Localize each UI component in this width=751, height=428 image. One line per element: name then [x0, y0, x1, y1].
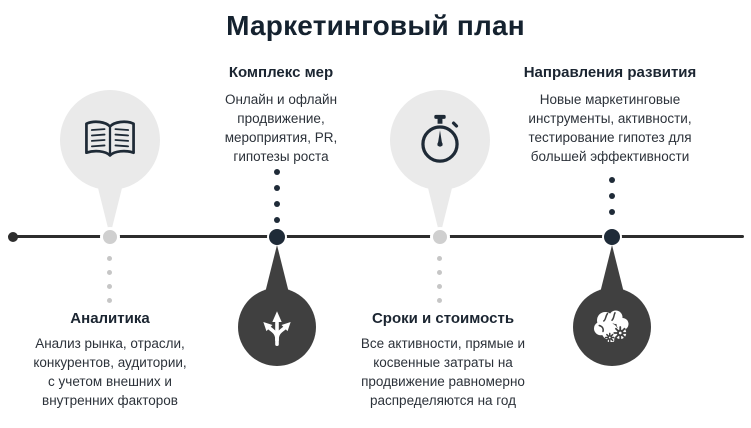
analytics-dotted-connector	[107, 251, 112, 307]
timing-dotted-connector	[437, 251, 442, 307]
measures-dotted-connector	[274, 164, 280, 228]
measures-timeline-node	[267, 227, 287, 247]
stopwatch-icon	[421, 114, 459, 163]
development-timeline-node	[602, 227, 622, 247]
analytics-heading: Аналитика	[70, 310, 150, 327]
analytics-marker-circle	[60, 90, 160, 190]
page-title: Маркетинговый план	[226, 10, 525, 41]
measures-heading: Комплекс мер	[228, 64, 334, 81]
development-dotted-connector	[609, 172, 615, 220]
measures-marker-circle	[238, 288, 316, 366]
analytics-body: Анализ рынка, отрасли, конкурентов, ауди…	[33, 336, 187, 409]
open-book-icon	[85, 120, 135, 157]
timeline-axis	[8, 235, 744, 238]
measures-body: Онлайн и офлайн продвижение, мероприятия…	[224, 92, 338, 165]
development-body: Новые маркетинговые инструменты, активно…	[528, 92, 692, 165]
development-marker-pointer	[600, 245, 624, 293]
brain-gears-icon	[594, 310, 629, 343]
timeline-start-dot	[8, 232, 18, 242]
timing-timeline-node	[430, 227, 450, 247]
measures-marker-pointer	[265, 245, 289, 293]
development-heading: Направления развития	[523, 64, 697, 81]
development-marker-circle	[573, 288, 651, 366]
branching-arrows-icon	[263, 311, 291, 347]
timing-body: Все активности, прямые и косвенные затра…	[360, 336, 526, 409]
analytics-timeline-node	[100, 227, 120, 247]
timing-heading: Сроки и стоимость	[371, 310, 515, 327]
timing-marker-circle	[390, 90, 490, 190]
